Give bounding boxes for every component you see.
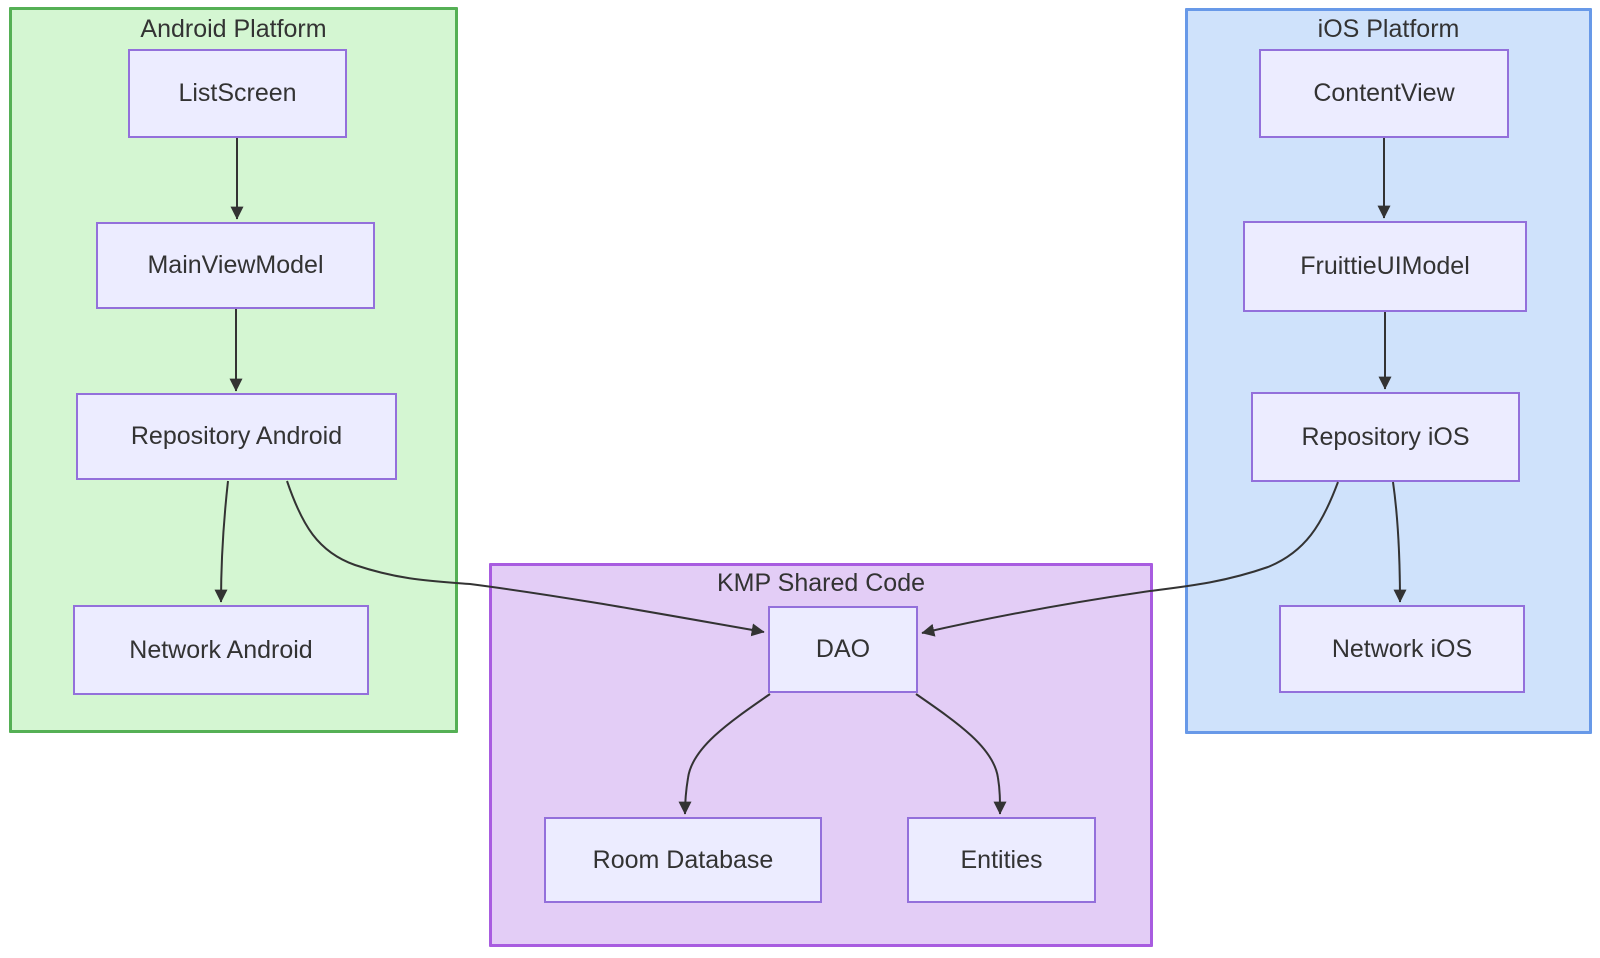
node-main-view-model: MainViewModel xyxy=(96,222,375,309)
node-main-view-model-label: MainViewModel xyxy=(147,251,324,279)
node-dao: DAO xyxy=(768,606,918,693)
node-repository-android: Repository Android xyxy=(76,393,397,480)
node-content-view: ContentView xyxy=(1259,49,1509,138)
node-fruittie-ui-model-label: FruittieUIModel xyxy=(1300,252,1470,280)
node-entities-label: Entities xyxy=(960,845,1043,874)
node-dao-label: DAO xyxy=(815,635,871,663)
node-network-ios-label: Network iOS xyxy=(1331,634,1473,663)
node-list-screen: ListScreen xyxy=(128,49,347,138)
node-network-android-label: Network Android xyxy=(129,635,313,664)
group-kmp-shared-code-title: KMP Shared Code xyxy=(717,569,925,597)
node-network-android: Network Android xyxy=(73,605,369,695)
node-entities: Entities xyxy=(907,817,1096,903)
node-repository-ios: Repository iOS xyxy=(1251,392,1520,482)
node-content-view-label: ContentView xyxy=(1313,79,1455,107)
node-list-screen-label: ListScreen xyxy=(178,79,297,107)
node-room-database-label: Room Database xyxy=(592,845,774,874)
node-fruittie-ui-model: FruittieUIModel xyxy=(1243,221,1527,312)
node-room-database: Room Database xyxy=(544,817,822,903)
group-android-platform-title: Android Platform xyxy=(140,15,327,43)
node-network-ios: Network iOS xyxy=(1279,605,1525,693)
node-repository-android-label: Repository Android xyxy=(130,422,343,450)
node-repository-ios-label: Repository iOS xyxy=(1301,422,1470,451)
group-ios-platform-title: iOS Platform xyxy=(1317,15,1460,43)
